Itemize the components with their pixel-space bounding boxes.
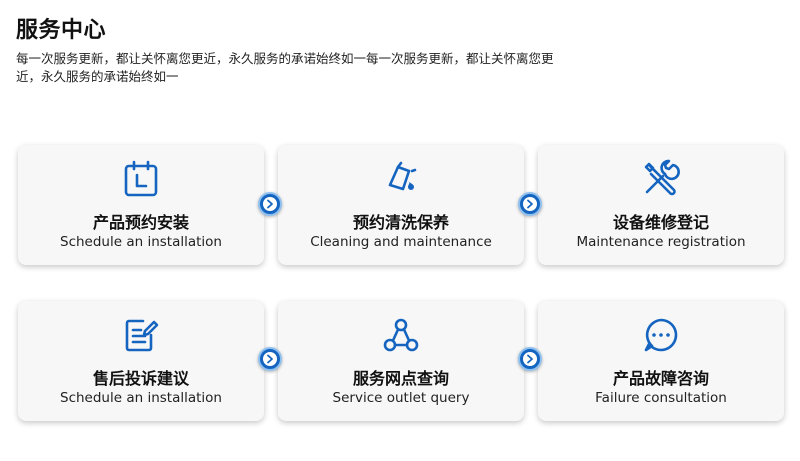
card-failure-consultation[interactable]: 产品故障咨询 Failure consultation [538, 301, 784, 421]
calendar-icon [121, 159, 161, 199]
chevron-right-icon [523, 352, 537, 366]
chevron-right-icon [263, 352, 277, 366]
spray-bottle-icon [381, 159, 421, 199]
card-title: 产品故障咨询 [612, 369, 709, 388]
page-title: 服务中心 [16, 18, 107, 43]
chat-bubble-icon [641, 315, 681, 355]
chevron-right-icon [523, 197, 537, 211]
card-subtitle: Maintenance registration [576, 234, 746, 250]
card-subtitle: Service outlet query [332, 390, 470, 406]
card-title: 售后投诉建议 [92, 369, 189, 388]
card-schedule-installation[interactable]: 产品预约安装 Schedule an installation [18, 145, 264, 265]
document-edit-icon [121, 315, 161, 355]
card-subtitle: Schedule an installation [60, 390, 222, 406]
chevron-right-icon [263, 197, 277, 211]
page-description: 每一次服务更新，都让关怀离您更近，永久服务的承诺始终如一每一次服务更新，都让关怀… [16, 51, 554, 84]
card-title: 产品预约安装 [92, 213, 189, 232]
next-arrow-button[interactable] [258, 347, 282, 371]
card-title: 设备维修登记 [612, 213, 709, 232]
card-title: 服务网点查询 [352, 369, 449, 388]
card-maintenance-registration[interactable]: 设备维修登记 Maintenance registration [538, 145, 784, 265]
tools-icon [641, 159, 681, 199]
network-nodes-icon [381, 315, 421, 355]
card-title: 预约清洗保养 [352, 213, 449, 232]
next-arrow-button[interactable] [518, 192, 542, 216]
next-arrow-button[interactable] [518, 347, 542, 371]
card-complaint-suggestion[interactable]: 售后投诉建议 Schedule an installation [18, 301, 264, 421]
card-cleaning-maintenance[interactable]: 预约清洗保养 Cleaning and maintenance [278, 145, 524, 265]
card-service-outlet[interactable]: 服务网点查询 Service outlet query [278, 301, 524, 421]
next-arrow-button[interactable] [258, 192, 282, 216]
card-subtitle: Failure consultation [595, 390, 727, 406]
card-subtitle: Schedule an installation [60, 234, 222, 250]
card-subtitle: Cleaning and maintenance [310, 234, 492, 250]
